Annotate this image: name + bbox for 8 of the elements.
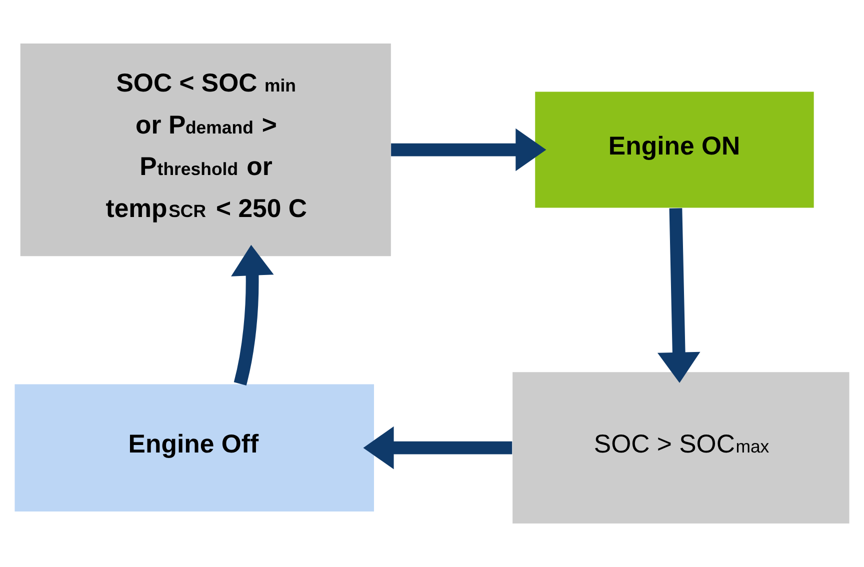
node-box: Engine Off (14, 384, 374, 512)
node-box: SOC < SOC min or Pdemand > Pthreshold or tempSCR < 250 C (20, 43, 391, 256)
arrow (231, 244, 274, 386)
arrow (657, 208, 700, 383)
node-box: SOC > SOCmax (512, 372, 850, 524)
node-box: Engine ON (535, 92, 814, 208)
arrow (391, 128, 546, 172)
arrow (363, 426, 512, 470)
